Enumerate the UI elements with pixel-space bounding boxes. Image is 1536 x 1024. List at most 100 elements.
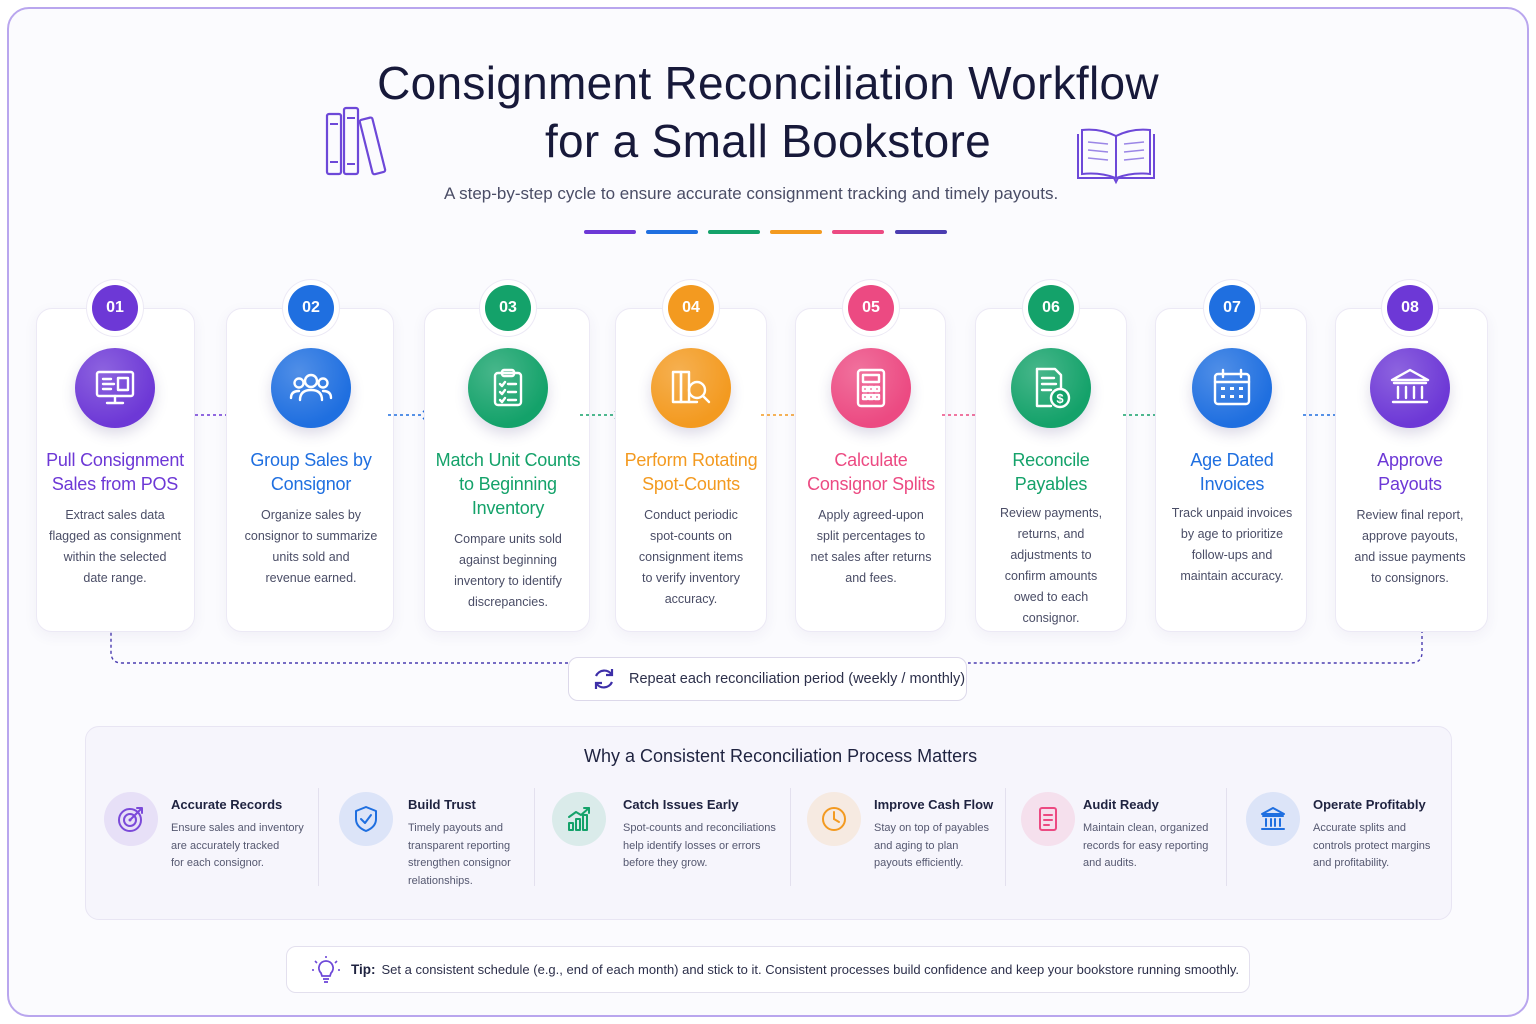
step-description-line: Conduct periodic	[644, 508, 738, 522]
books-icon	[325, 106, 387, 176]
accent-bar-6	[895, 230, 947, 234]
step-number-badge: 08	[1387, 285, 1433, 331]
benefit-description-line: help identify losses or errors	[623, 839, 761, 852]
step-description-line: Review final report,	[1356, 508, 1464, 522]
benefit-title: Accurate Records	[171, 797, 283, 812]
calculator-icon	[831, 348, 911, 428]
chart-up-icon	[552, 792, 606, 846]
users-icon	[271, 348, 351, 428]
benefit-description-line: Ensure sales and inventory	[171, 822, 304, 834]
step-number-badge: 07	[1209, 285, 1255, 331]
benefit-description: Maintain clean, organized records for eas…	[1083, 820, 1208, 873]
bank-icon	[1246, 792, 1300, 846]
benefit-divider	[790, 788, 791, 886]
accent-bar-5	[832, 230, 884, 234]
step-description-line: to verify inventory	[642, 571, 740, 585]
benefit-description-line: Stay on top of payables	[874, 822, 989, 834]
step-title-line: Invoices	[1199, 474, 1265, 494]
benefit-description-line: strengthen consignor	[408, 857, 511, 869]
step-description-line: consignor to summarize	[244, 529, 378, 543]
step-title-line: Perform Rotating	[624, 450, 758, 470]
step-description-line: consignment items	[638, 550, 744, 564]
benefit-description-line: for each consignor.	[171, 857, 264, 869]
step-description-line: spot-counts on	[650, 529, 732, 543]
step-title-line: Calculate	[834, 450, 908, 470]
monitor-icon	[75, 348, 155, 428]
step-description-line: follow-ups and	[1191, 548, 1273, 562]
benefit-description-line: records for easy reporting	[1083, 839, 1209, 852]
step-description-line: approve payouts,	[1362, 529, 1458, 543]
benefit-description-line: are accurately tracked	[171, 839, 280, 852]
step-description-line: Apply agreed-upon	[818, 508, 924, 522]
benefit-title: Build Trust	[408, 797, 476, 812]
open-book-icon	[1077, 128, 1155, 185]
benefit-description-line: Spot-counts and reconciliations	[623, 822, 776, 834]
lightbulb-icon	[312, 955, 340, 983]
step-description-line: within the selected	[63, 550, 167, 564]
tip-banner: Tip: Set a consistent schedule (e.g., en…	[286, 946, 1250, 993]
accent-bar-2	[646, 230, 698, 234]
clock-icon	[807, 792, 861, 846]
step-title-line: Pull Consignment	[46, 450, 184, 470]
step-title-line: Payables	[1014, 474, 1088, 494]
step-title-line: Sales from POS	[51, 474, 179, 494]
step-description-line: date range.	[83, 571, 147, 585]
step-description-line: flagged as consignment	[48, 529, 182, 543]
step-description-line: Extract sales data	[65, 508, 165, 522]
step-description-line: adjustments to	[1010, 548, 1092, 562]
repeat-period-note: Repeat each reconciliation period (weekl…	[568, 657, 967, 701]
document-icon	[1021, 792, 1075, 846]
step-title-line: Inventory	[471, 498, 545, 518]
benefit-description-line: Maintain clean, organized	[1083, 822, 1209, 834]
benefit-title: Audit Ready	[1083, 797, 1159, 812]
tip-text: Set a consistent schedule (e.g., end of …	[381, 962, 1240, 977]
step-description-line: units sold and	[272, 550, 350, 564]
step-title-line: Reconcile	[1012, 450, 1090, 470]
step-description: Extract sales data flagged as consignment…	[35, 505, 195, 589]
benefit-divider	[534, 788, 535, 886]
step-description: Review final report,approve payouts,and …	[1330, 505, 1490, 589]
step-number-badge: 05	[848, 285, 894, 331]
step-title-line: Spot-Counts	[642, 474, 740, 494]
benefit-divider	[1005, 788, 1006, 886]
benefit-description-line: relationships.	[408, 874, 473, 887]
step-title-line: Payouts	[1378, 474, 1442, 494]
step-description-line: Compare units sold	[454, 532, 562, 546]
step-description: Apply agreed-upon split percentages to net…	[791, 505, 951, 589]
shield-check-icon	[339, 792, 393, 846]
step-number-badge: 03	[485, 285, 531, 331]
bank-icon	[1370, 348, 1450, 428]
benefit-description-line: and profitability.	[1313, 857, 1390, 869]
benefit-description: Spot-counts and reconciliations help iden…	[623, 820, 776, 873]
benefit-description-line: and aging to plan	[874, 839, 959, 852]
step-description-line: consignor.	[1022, 611, 1080, 625]
invoice-dollar-icon: $	[1011, 348, 1091, 428]
step-description-line: revenue earned.	[265, 571, 357, 585]
step-description-line: and fees.	[845, 571, 897, 585]
tip-label: Tip:	[351, 962, 376, 977]
accent-bar-3	[708, 230, 760, 234]
step-number-badge: 02	[288, 285, 334, 331]
step-description-line: split percentages to	[816, 529, 926, 543]
refresh-icon	[594, 669, 614, 689]
benefit-description-line: before they grow.	[623, 857, 708, 869]
clipboard-checklist-icon	[468, 348, 548, 428]
page-title-line-1: Consignment Reconciliation Workflow	[377, 57, 1159, 109]
benefits-title: Why a Consistent Reconciliation Process …	[584, 746, 978, 766]
step-description-line: net sales after returns	[810, 550, 932, 564]
benefit-description-line: Accurate splits and	[1313, 822, 1406, 834]
step-description-line: Review payments,	[999, 506, 1103, 520]
step-title-line: Approve	[1377, 450, 1443, 470]
step-title-line: Consignor	[270, 474, 352, 494]
accent-bar-4	[770, 230, 822, 234]
step-description-line: by age to prioritize	[1180, 527, 1284, 541]
